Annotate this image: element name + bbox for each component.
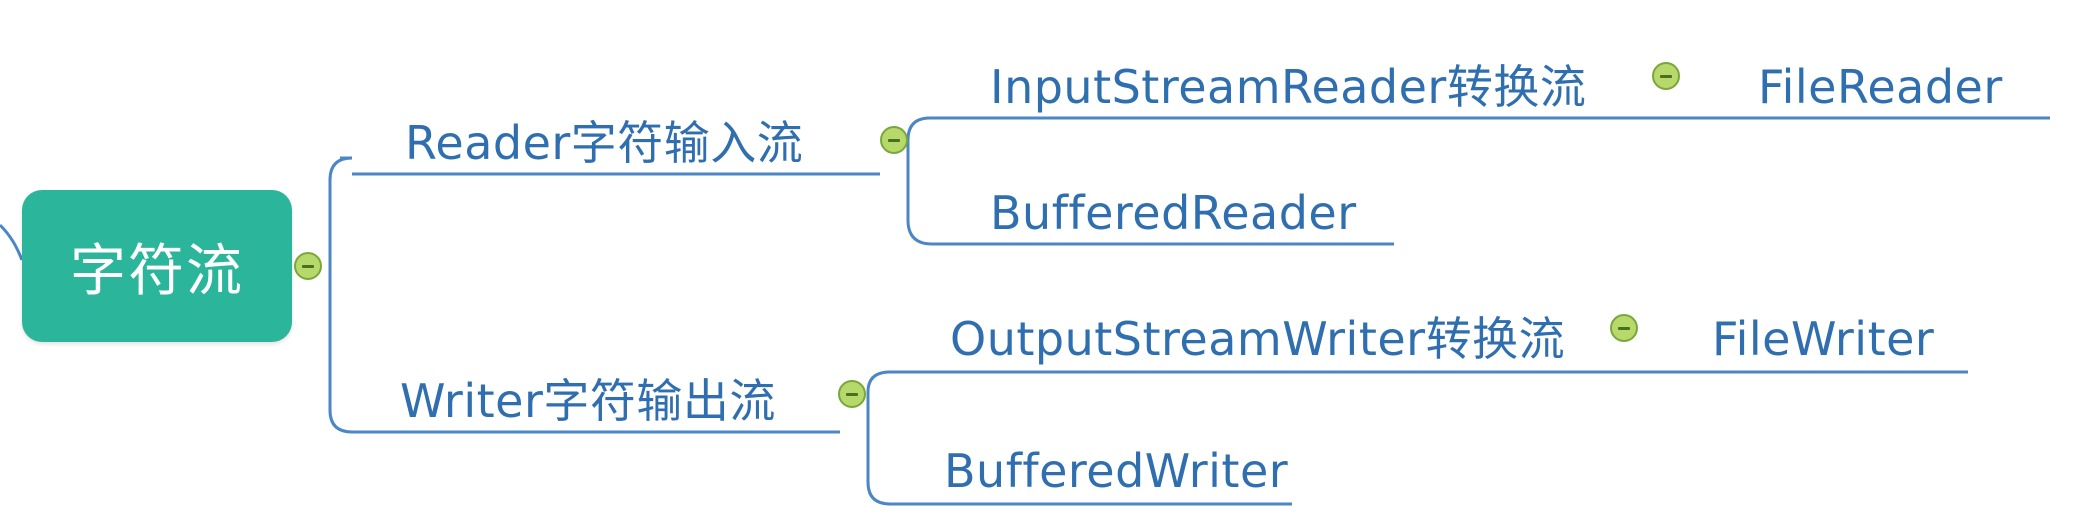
collapse-toggle-writer[interactable] <box>838 380 866 408</box>
collapse-toggle-reader[interactable] <box>880 126 908 154</box>
node-bufferedwriter-label[interactable]: BufferedWriter <box>944 444 1289 498</box>
node-outputstreamwriter-label[interactable]: OutputStreamWriter转换流 <box>950 312 1566 366</box>
writer-children-connector <box>866 370 1636 506</box>
root-left-edge-line <box>0 223 24 261</box>
reader-children-connector <box>906 116 1680 246</box>
root-node-character-stream[interactable]: 字符流 <box>22 190 292 342</box>
collapse-toggle-root[interactable] <box>294 252 322 280</box>
root-node-label: 字符流 <box>70 238 244 304</box>
branch-writer-label[interactable]: Writer字符输出流 <box>400 374 776 428</box>
collapse-toggle-inputstreamreader[interactable] <box>1652 62 1680 90</box>
node-inputstreamreader-label[interactable]: InputStreamReader转换流 <box>990 60 1587 114</box>
root-branch-connector <box>328 156 353 434</box>
node-bufferedreader-label[interactable]: BufferedReader <box>990 186 1357 240</box>
branch-reader-label[interactable]: Reader字符输入流 <box>405 116 804 170</box>
collapse-toggle-outputstreamwriter[interactable] <box>1610 314 1638 342</box>
node-filereader-label[interactable]: FileReader <box>1758 60 2003 114</box>
node-filewriter-label[interactable]: FileWriter <box>1712 312 1935 366</box>
